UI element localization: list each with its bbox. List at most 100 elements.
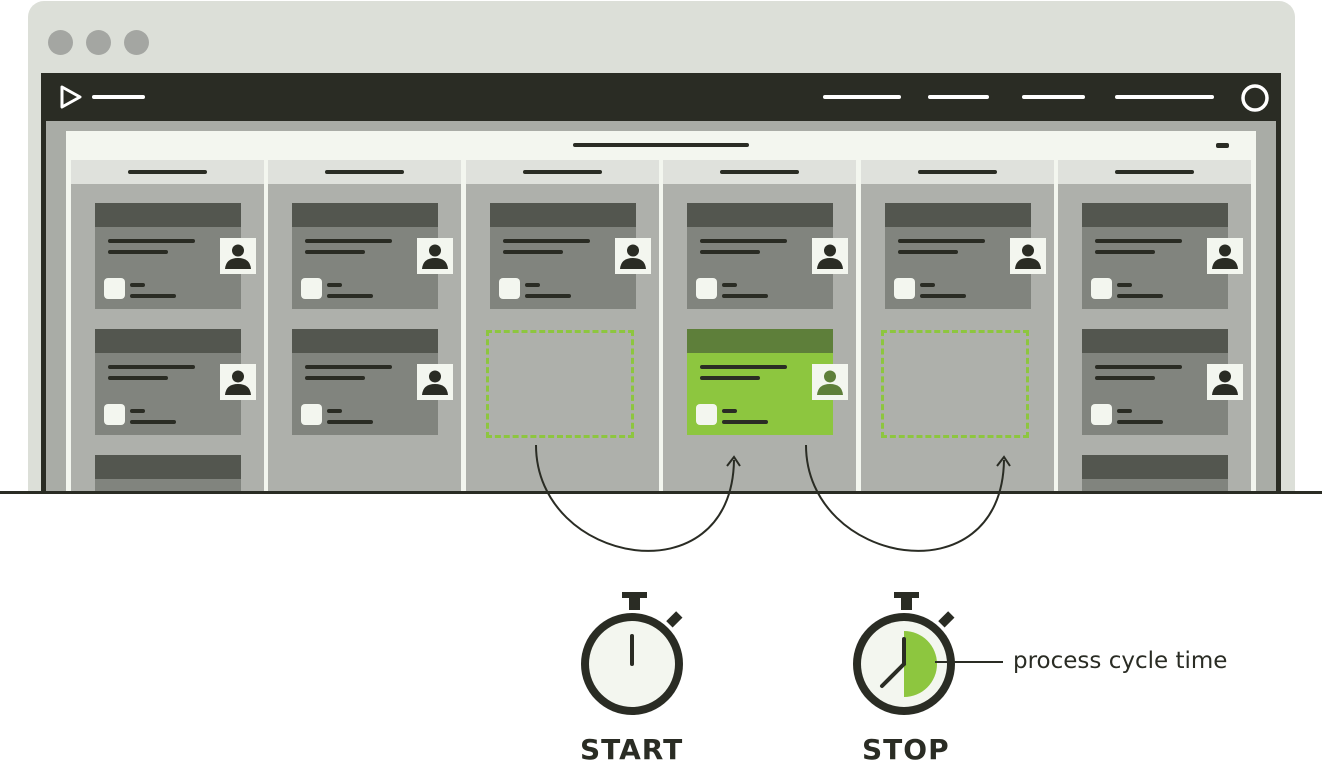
person-icon bbox=[220, 238, 256, 274]
card-header bbox=[885, 203, 1031, 227]
arrowhead-2 bbox=[996, 455, 1011, 467]
card-header bbox=[687, 203, 833, 227]
elapsed-time-wedge bbox=[904, 631, 937, 697]
card-checkbox[interactable] bbox=[499, 278, 520, 299]
card-header bbox=[1082, 203, 1228, 227]
card-meta-line bbox=[722, 283, 737, 287]
card-meta-line bbox=[130, 283, 145, 287]
drop-placeholder[interactable] bbox=[486, 330, 634, 438]
circle-icon[interactable] bbox=[1239, 82, 1271, 114]
start-label: START bbox=[580, 733, 684, 766]
task-card[interactable] bbox=[292, 203, 453, 309]
column-header bbox=[71, 160, 264, 184]
card-meta-line bbox=[327, 409, 342, 413]
card-text-line bbox=[1095, 365, 1182, 369]
column-header bbox=[268, 160, 461, 184]
card-text-line bbox=[305, 376, 365, 380]
card-text-line bbox=[503, 250, 563, 254]
card-checkbox[interactable] bbox=[104, 404, 125, 425]
card-text-line bbox=[1095, 239, 1182, 243]
card-header bbox=[292, 203, 438, 227]
person-icon bbox=[1207, 238, 1243, 274]
card-header bbox=[95, 203, 241, 227]
task-card[interactable] bbox=[1082, 329, 1243, 435]
column-title-bar bbox=[325, 170, 404, 174]
person-icon bbox=[812, 364, 848, 400]
card-header bbox=[490, 203, 636, 227]
card-meta-line bbox=[327, 420, 373, 424]
card-text-line bbox=[700, 250, 760, 254]
task-card[interactable] bbox=[95, 203, 256, 309]
board-title-bar bbox=[573, 143, 749, 147]
board-menu-button[interactable] bbox=[1216, 143, 1229, 148]
nav-item-4[interactable] bbox=[1115, 95, 1214, 99]
card-meta-line bbox=[1117, 420, 1163, 424]
arrow-to-done bbox=[805, 444, 1005, 552]
active-task-card[interactable] bbox=[687, 329, 848, 435]
card-header bbox=[292, 329, 438, 353]
card-text-line bbox=[700, 365, 787, 369]
card-text-line bbox=[503, 239, 590, 243]
card-text-line bbox=[700, 376, 760, 380]
card-checkbox[interactable] bbox=[1091, 278, 1112, 299]
card-meta-line bbox=[722, 294, 768, 298]
task-card[interactable] bbox=[1082, 455, 1228, 491]
drop-placeholder[interactable] bbox=[881, 330, 1029, 438]
card-text-line bbox=[898, 239, 985, 243]
task-card[interactable] bbox=[490, 203, 651, 309]
card-meta-line bbox=[722, 409, 737, 413]
task-card[interactable] bbox=[292, 329, 453, 435]
card-checkbox[interactable] bbox=[104, 278, 125, 299]
column-header bbox=[466, 160, 659, 184]
play-icon[interactable] bbox=[58, 84, 84, 110]
column-header bbox=[861, 160, 1054, 184]
person-icon bbox=[812, 238, 848, 274]
card-header bbox=[1082, 329, 1228, 353]
card-checkbox[interactable] bbox=[696, 404, 717, 425]
column-title-bar bbox=[523, 170, 602, 174]
window-maximize-dot[interactable] bbox=[124, 30, 149, 55]
card-meta-line bbox=[130, 420, 176, 424]
card-checkbox[interactable] bbox=[1091, 404, 1112, 425]
card-meta-line bbox=[920, 294, 966, 298]
window-minimize-dot[interactable] bbox=[86, 30, 111, 55]
card-meta-line bbox=[1117, 294, 1163, 298]
person-icon bbox=[1207, 364, 1243, 400]
task-card[interactable] bbox=[885, 203, 1046, 309]
card-text-line bbox=[898, 250, 958, 254]
cycle-time-annotation: process cycle time bbox=[1013, 648, 1228, 674]
nav-item-3[interactable] bbox=[1022, 95, 1085, 99]
column-title-bar bbox=[720, 170, 799, 174]
stopwatch-icon bbox=[853, 592, 955, 715]
card-meta-line bbox=[130, 294, 176, 298]
person-icon bbox=[417, 364, 453, 400]
card-meta-line bbox=[327, 294, 373, 298]
card-checkbox[interactable] bbox=[301, 278, 322, 299]
nav-item-1[interactable] bbox=[823, 95, 901, 99]
task-card[interactable] bbox=[95, 455, 241, 491]
card-checkbox[interactable] bbox=[696, 278, 717, 299]
card-text-line bbox=[305, 365, 392, 369]
card-text-line bbox=[108, 250, 168, 254]
task-card[interactable] bbox=[95, 329, 256, 435]
card-text-line bbox=[305, 250, 365, 254]
card-text-line bbox=[108, 376, 168, 380]
card-meta-line bbox=[525, 294, 571, 298]
person-icon bbox=[417, 238, 453, 274]
card-text-line bbox=[1095, 250, 1155, 254]
card-meta-line bbox=[130, 409, 145, 413]
task-card[interactable] bbox=[687, 203, 848, 309]
card-checkbox[interactable] bbox=[301, 404, 322, 425]
nav-item-2[interactable] bbox=[928, 95, 989, 99]
person-icon bbox=[615, 238, 651, 274]
card-text-line bbox=[108, 365, 195, 369]
column-header bbox=[1058, 160, 1251, 184]
task-card[interactable] bbox=[1082, 203, 1243, 309]
person-icon bbox=[220, 364, 256, 400]
column-title-bar bbox=[128, 170, 207, 174]
person-icon bbox=[1010, 238, 1046, 274]
kanban-board bbox=[66, 131, 1256, 493]
annotation-leader-line bbox=[935, 661, 1003, 663]
card-checkbox[interactable] bbox=[894, 278, 915, 299]
window-close-dot[interactable] bbox=[48, 30, 73, 55]
